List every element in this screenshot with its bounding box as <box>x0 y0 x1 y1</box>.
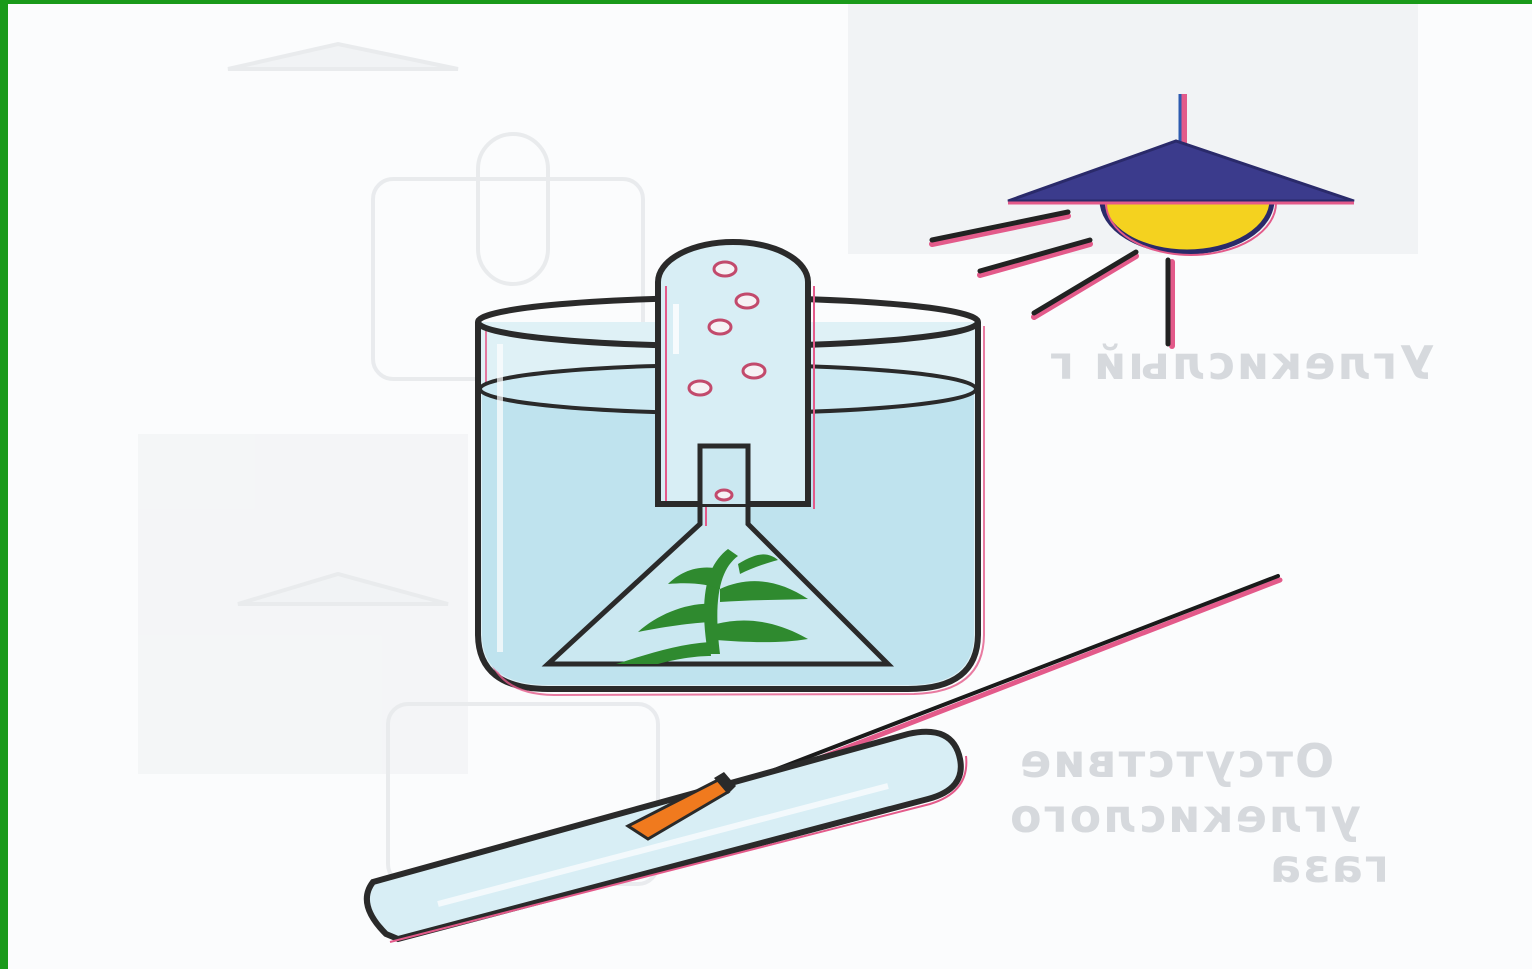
water-plant-icon <box>616 549 808 664</box>
light-ray <box>1165 257 1175 349</box>
light-ray <box>929 209 1071 247</box>
bleed-through-shapes <box>138 4 1418 886</box>
gas-bubble <box>714 488 734 502</box>
test-tube-icon <box>363 728 968 943</box>
light-rays <box>929 209 1175 349</box>
lamp-icon <box>1007 94 1355 256</box>
gas-bubble <box>734 292 760 310</box>
gas-bubble <box>741 362 767 380</box>
gas-bubble <box>707 318 733 336</box>
light-ray <box>1031 249 1139 320</box>
test-tube-icon <box>655 239 815 509</box>
ember-icon <box>625 772 736 841</box>
gas-bubbles <box>687 260 767 502</box>
illustration-frame: Углекислый г Отсутствие углекислого газа <box>8 4 1532 969</box>
light-ray <box>977 237 1093 278</box>
photosynthesis-oxygen-experiment <box>138 4 1418 943</box>
gas-bubble <box>712 260 738 278</box>
gas-bubble <box>687 379 713 397</box>
